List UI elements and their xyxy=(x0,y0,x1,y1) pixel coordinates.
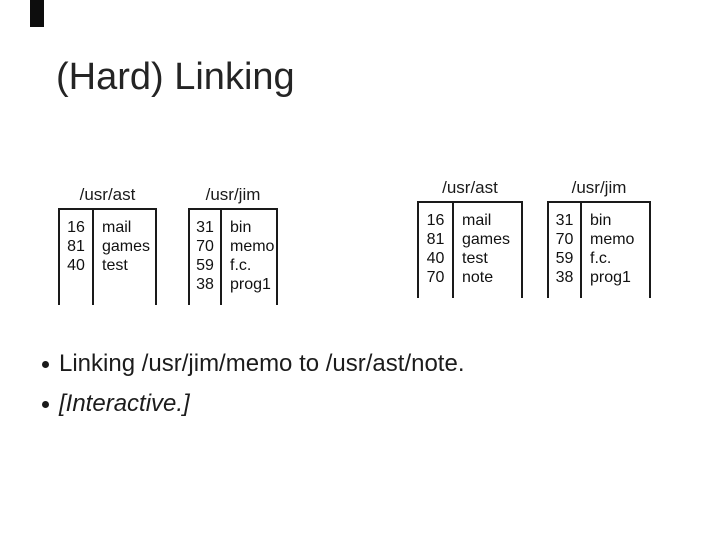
bullet-text: [Interactive.] xyxy=(59,390,190,417)
inode-number: 70 xyxy=(555,231,574,248)
bullet-text: Linking /usr/jim/memo to /usr/ast/note. xyxy=(59,350,465,377)
dir-entry: 40 test xyxy=(419,249,521,268)
file-name: prog1 xyxy=(230,276,271,293)
file-name: memo xyxy=(230,238,275,255)
inode-number: 16 xyxy=(67,219,85,236)
bullet-item: Linking /usr/jim/memo to /usr/ast/note. xyxy=(42,344,465,384)
dir-table-usr-jim-before: /usr/jim 31 bin 70 memo 59 f.c. 38 prog1 xyxy=(188,185,278,305)
inode-number: 70 xyxy=(426,269,445,286)
dir-path-label: /usr/jim xyxy=(205,185,261,204)
dir-box: 16 mail 81 games 40 test xyxy=(58,208,157,305)
file-name: note xyxy=(462,269,494,286)
bullet-dot-icon xyxy=(42,400,49,408)
dir-entry: 81 games xyxy=(60,237,155,256)
file-name: memo xyxy=(590,231,635,248)
inode-number: 16 xyxy=(426,212,445,229)
dir-entry: 38 prog1 xyxy=(190,275,276,294)
inode-number: 59 xyxy=(196,257,214,274)
file-name: mail xyxy=(102,219,132,236)
column-divider xyxy=(452,203,454,298)
bullet-dot-icon xyxy=(42,360,49,368)
dir-entry: 81 games xyxy=(419,230,521,249)
dir-entry: 16 mail xyxy=(60,218,155,237)
dir-entry: 70 note xyxy=(419,268,521,287)
dir-box: 31 bin 70 memo 59 f.c. 38 prog1 xyxy=(547,201,651,298)
inode-number: 38 xyxy=(196,276,214,293)
dir-table-usr-ast-before: /usr/ast 16 mail 81 games 40 test xyxy=(58,185,157,305)
column-divider xyxy=(220,210,222,305)
inode-number: 81 xyxy=(426,231,445,248)
file-name: games xyxy=(462,231,511,248)
column-divider xyxy=(580,203,582,298)
file-name: f.c. xyxy=(590,250,612,267)
dir-entry: 31 bin xyxy=(549,211,649,230)
inode-number: 38 xyxy=(555,269,574,286)
inode-number: 81 xyxy=(67,238,85,255)
column-divider xyxy=(92,210,94,305)
file-name: bin xyxy=(230,219,252,236)
dir-box: 16 mail 81 games 40 test 70 note xyxy=(417,201,523,298)
file-name: test xyxy=(462,250,488,267)
bullet-list: Linking /usr/jim/memo to /usr/ast/note. … xyxy=(42,344,465,424)
inode-number: 40 xyxy=(426,250,445,267)
inode-number: 59 xyxy=(555,250,574,267)
file-name: test xyxy=(102,257,128,274)
dir-entry: 59 f.c. xyxy=(190,256,276,275)
inode-number: 70 xyxy=(196,238,214,255)
inode-number: 31 xyxy=(555,212,574,229)
dir-entry: 31 bin xyxy=(190,218,276,237)
inode-number: 40 xyxy=(67,257,85,274)
dir-path-label: /usr/ast xyxy=(79,185,136,204)
dir-entry: 59 f.c. xyxy=(549,249,649,268)
dir-entry: 70 memo xyxy=(190,237,276,256)
dir-path-label: /usr/ast xyxy=(442,178,498,197)
file-name: games xyxy=(102,238,151,255)
dir-entry: 40 test xyxy=(60,256,155,275)
bullet-item: [Interactive.] xyxy=(42,384,465,424)
dir-path-label: /usr/jim xyxy=(571,178,627,197)
slide-title: (Hard) Linking xyxy=(56,56,295,98)
inode-number: 31 xyxy=(196,219,214,236)
hard-link-figure: /usr/ast 16 mail 81 games 40 test /usr/j… xyxy=(58,178,651,305)
file-name: f.c. xyxy=(230,257,252,274)
dir-entry: 16 mail xyxy=(419,211,521,230)
file-name: bin xyxy=(590,212,612,229)
dir-table-usr-ast-after: /usr/ast 16 mail 81 games 40 test 70 not… xyxy=(417,178,523,298)
file-name: mail xyxy=(462,212,492,229)
dir-entry: 70 memo xyxy=(549,230,649,249)
dir-box: 31 bin 70 memo 59 f.c. 38 prog1 xyxy=(188,208,278,305)
dir-entry: 38 prog1 xyxy=(549,268,649,287)
file-name: prog1 xyxy=(590,269,631,286)
dir-table-usr-jim-after: /usr/jim 31 bin 70 memo 59 f.c. 38 prog1 xyxy=(547,178,651,298)
corner-mark xyxy=(30,0,44,27)
